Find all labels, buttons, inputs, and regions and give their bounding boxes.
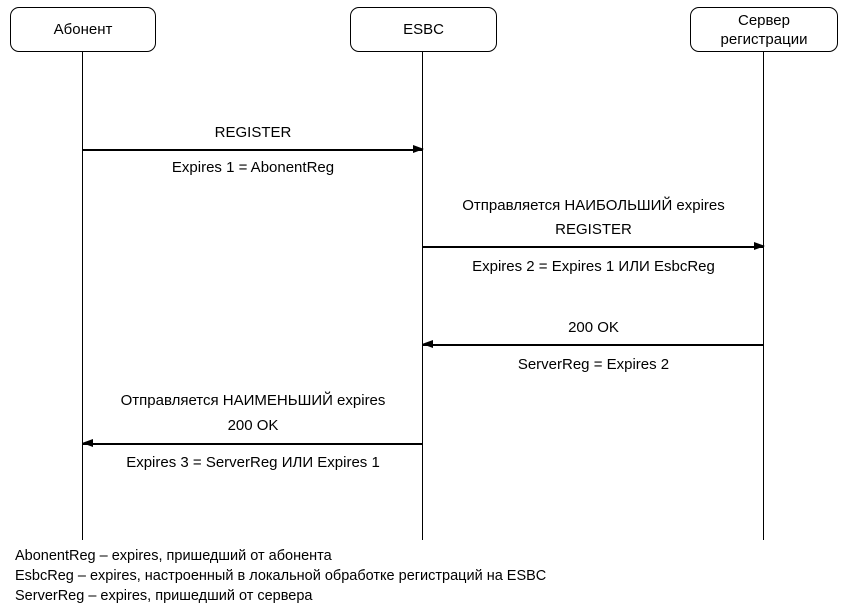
- message-1-sublabel: Expires 1 = AbonentReg: [171, 159, 335, 176]
- arrowhead-left-icon: [82, 439, 93, 447]
- message-2-note: Отправляется НАИБОЛЬШИЙ expires: [462, 197, 725, 214]
- legend: AbonentReg – expires, пришедший от абоне…: [15, 546, 546, 606]
- lifeline-esbc: [422, 52, 424, 540]
- legend-line-serverreg: ServerReg – expires, пришедший от сервер…: [15, 588, 313, 604]
- message-2-label: REGISTER: [555, 221, 632, 238]
- arrow-line: [423, 246, 764, 248]
- message-3-sublabel: ServerReg = Expires 2: [517, 356, 670, 373]
- actor-label-abonent: Абонент: [53, 21, 113, 38]
- message-4-sublabel: Expires 3 = ServerReg ИЛИ Expires 1: [126, 454, 380, 471]
- arrow-line: [83, 443, 423, 445]
- actor-box-esbc: ESBC: [350, 7, 497, 52]
- legend-line-esbcreg: EsbcReg – expires, настроенный в локальн…: [15, 568, 547, 584]
- actor-label-server: Сервер регистрации: [720, 11, 808, 48]
- message-1-label: REGISTER: [214, 124, 292, 141]
- arrowhead-right-icon: [413, 145, 424, 153]
- arrow-line: [83, 149, 423, 151]
- message-4-note: Отправляется НАИМЕНЬШИЙ expires: [120, 392, 386, 409]
- actor-label-esbc: ESBC: [403, 21, 444, 38]
- message-2-sublabel: Expires 2 = Expires 1 ИЛИ EsbcReg: [472, 258, 715, 275]
- message-3-label: 200 OK: [568, 319, 619, 336]
- message-4-label: 200 OK: [227, 417, 279, 434]
- arrow-line: [423, 344, 764, 346]
- arrowhead-right-icon: [754, 242, 765, 250]
- actor-box-server: Сервер регистрации: [690, 7, 838, 52]
- actor-box-abonent: Абонент: [10, 7, 156, 52]
- lifeline-server: [763, 52, 765, 540]
- legend-line-abonentreg: AbonentReg – expires, пришедший от абоне…: [15, 548, 332, 564]
- lifeline-abonent: [82, 52, 84, 540]
- arrowhead-left-icon: [422, 340, 433, 348]
